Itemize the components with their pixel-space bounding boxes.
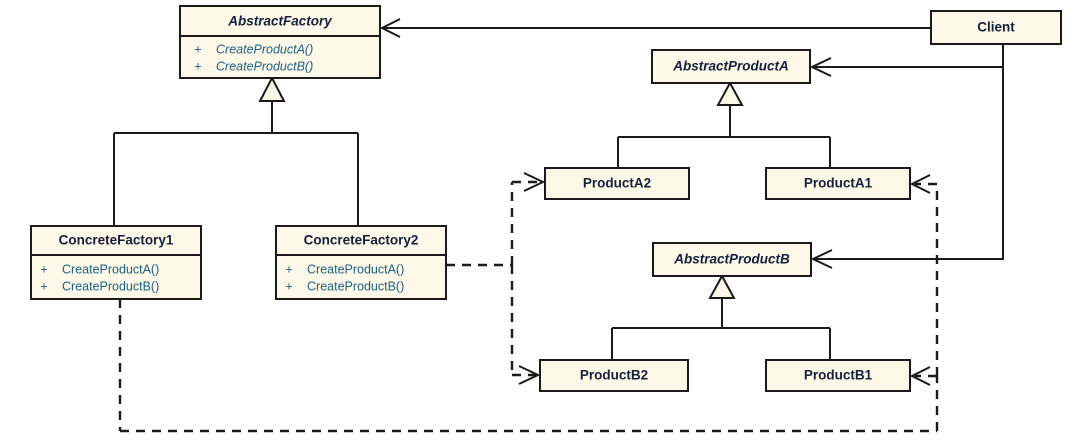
member-visibility: +: [194, 42, 201, 56]
member-visibility: +: [285, 262, 292, 276]
arrowhead-open-icon: [379, 18, 401, 38]
class-box-product-a1[interactable]: ProductA1: [765, 167, 911, 200]
arrowhead-open-icon: [523, 172, 546, 192]
class-box-frame: [275, 225, 447, 300]
class-box-frame: [539, 359, 689, 392]
class-name-label: ConcreteFactory1: [59, 233, 174, 248]
edge-concrete-factory-2-creates-products[interactable]: [446, 172, 546, 385]
class-name-label: Client: [977, 20, 1015, 35]
edge-client-uses-abstract-product-a[interactable]: [809, 44, 1004, 77]
class-box-client[interactable]: Client: [930, 10, 1062, 45]
class-name-label: AbstractFactory: [227, 14, 333, 29]
class-box-product-a2[interactable]: ProductA2: [544, 167, 690, 200]
arrowhead-open-icon: [809, 57, 832, 77]
edge-product-b-inherit-abstract-product-b[interactable]: [611, 273, 831, 360]
inheritance-triangle-icon: [716, 80, 744, 106]
class-name-label: ProductB1: [804, 368, 873, 383]
inheritance-triangle-icon: [708, 273, 736, 299]
class-box-concrete-factory-2[interactable]: ConcreteFactory2 + CreateProductA() + Cr…: [275, 225, 447, 300]
member-visibility: +: [194, 59, 201, 73]
class-box-product-b2[interactable]: ProductB2: [539, 359, 689, 392]
edge-concrete-factories-inherit-abstract-factory[interactable]: [113, 75, 359, 226]
class-name-label: ConcreteFactory2: [304, 233, 419, 248]
arrowhead-open-icon: [909, 366, 931, 386]
class-box-abstract-factory[interactable]: AbstractFactory + CreateProductA() + Cre…: [179, 5, 381, 79]
edge-line: [813, 44, 1004, 68]
class-box-frame: [652, 242, 812, 277]
class-box-frame: [765, 167, 911, 200]
member-visibility: +: [40, 262, 47, 276]
class-name-label: ProductB2: [580, 368, 648, 383]
class-box-frame: [544, 167, 690, 200]
edge-client-uses-abstract-product-b[interactable]: [810, 44, 1004, 269]
member-label: CreateProductA(): [307, 262, 404, 276]
edge-client-uses-abstract-factory[interactable]: [379, 18, 931, 38]
class-box-concrete-factory-1[interactable]: ConcreteFactory1 + CreateProductA() + Cr…: [30, 225, 202, 300]
class-box-abstract-product-a[interactable]: AbstractProductA: [651, 49, 811, 84]
class-name-label: AbstractProductB: [673, 252, 790, 267]
class-name-label: ProductA2: [583, 176, 651, 191]
edge-product-a-inherit-abstract-product-a[interactable]: [617, 80, 831, 168]
inheritance-triangle-icon: [258, 75, 286, 102]
class-box-frame: [30, 225, 202, 300]
edges-layer: [113, 18, 1004, 433]
class-box-frame: [930, 10, 1062, 45]
class-box-product-b1[interactable]: ProductB1: [765, 359, 911, 392]
member-label: CreateProductA(): [62, 262, 159, 276]
member-label: CreateProductB(): [307, 279, 404, 293]
class-box-abstract-product-b[interactable]: AbstractProductB: [652, 242, 812, 277]
member-label: CreateProductB(): [216, 59, 313, 73]
member-label: CreateProductA(): [216, 42, 313, 56]
arrowhead-open-icon: [909, 174, 931, 194]
arrowhead-open-icon: [518, 365, 541, 385]
member-label: CreateProductB(): [62, 279, 159, 293]
class-box-frame: [179, 5, 381, 79]
class-name-label: AbstractProductA: [672, 59, 789, 74]
class-name-label: ProductA1: [804, 176, 873, 191]
class-box-frame: [765, 359, 911, 392]
member-visibility: +: [285, 279, 292, 293]
arrowhead-open-icon: [810, 249, 833, 269]
class-box-frame: [651, 49, 811, 84]
edge-line: [814, 44, 1004, 260]
edge-concrete-factory-1-creates-products[interactable]: [118, 174, 939, 433]
member-visibility: +: [40, 279, 47, 293]
